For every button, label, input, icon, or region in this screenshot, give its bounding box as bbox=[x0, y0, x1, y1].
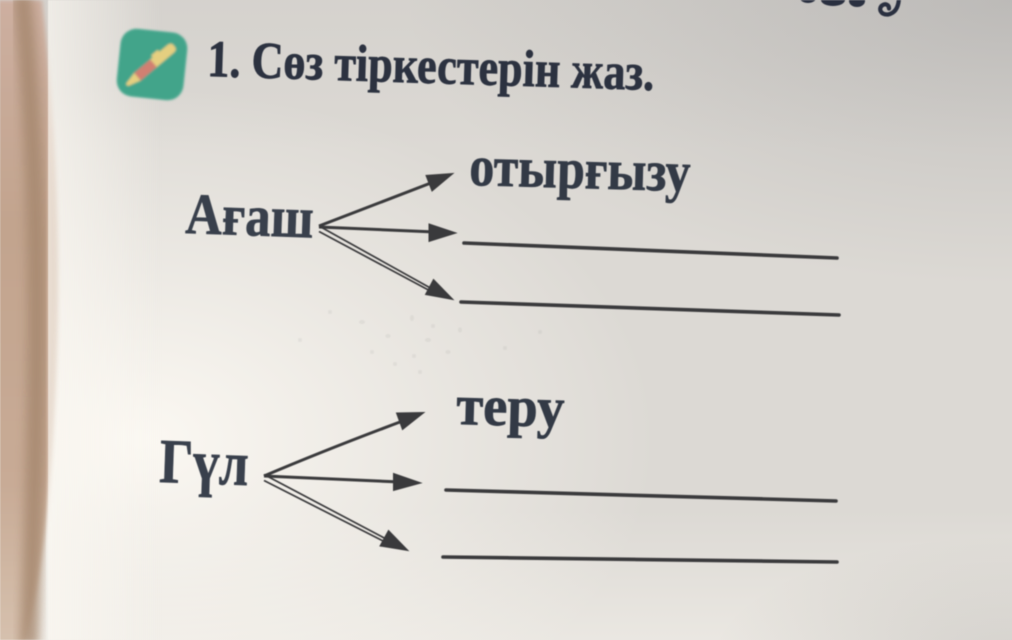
svg-text:отырғызу: отырғызу bbox=[469, 135, 692, 204]
svg-text:Гүл: Гүл bbox=[159, 426, 250, 499]
svg-text:Ағаш: Ағаш bbox=[185, 181, 315, 250]
svg-text:теру: теру bbox=[456, 374, 566, 440]
svg-text:1. Сөз тіркестерін жаз.: 1. Сөз тіркестерін жаз. bbox=[207, 31, 656, 102]
